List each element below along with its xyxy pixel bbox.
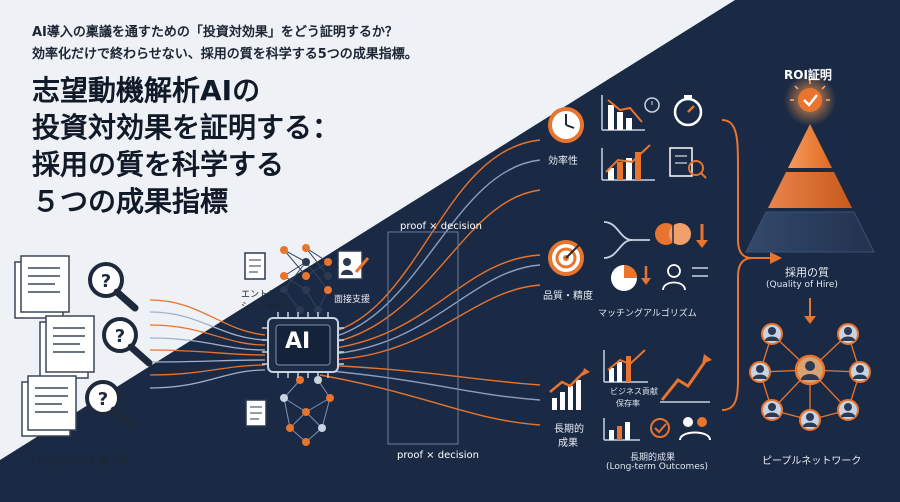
avatar bbox=[837, 399, 859, 421]
document-stack-1 bbox=[14, 255, 70, 319]
proof-decision-bracket bbox=[387, 231, 459, 445]
svg-text:?: ? bbox=[115, 326, 125, 347]
merge-arrows-icon bbox=[603, 221, 650, 259]
arrow-right-icon bbox=[770, 252, 782, 264]
document-stack-3 bbox=[21, 375, 77, 437]
left-caption: 工数削減のみを追う罠 bbox=[28, 456, 128, 467]
declining-bar-chart-icon bbox=[601, 95, 645, 131]
matching-algorithm-label: マッチングアルゴリズム bbox=[598, 309, 697, 319]
title-line: 投資対効果を証明する： bbox=[32, 111, 341, 144]
quality-of-hire-label: 採用の質 bbox=[785, 266, 829, 279]
clock-icon bbox=[548, 107, 584, 143]
retention-rate-label: 保存率 bbox=[616, 399, 640, 408]
title-line: ５つの成果指標 bbox=[32, 185, 229, 218]
page-title: 志望動機解析AIの 投資対効果を証明する： 採用の質を科学する ５つの成果指標 bbox=[32, 72, 340, 220]
neural-nodes-bottom bbox=[286, 376, 334, 446]
subtitle-line-2: 効率化だけで終わらせない、採用の質を科学する5つの成果指標。 bbox=[32, 47, 418, 62]
avatar bbox=[849, 361, 871, 383]
roi-pyramid bbox=[745, 124, 875, 253]
avatar bbox=[749, 361, 771, 383]
magnifier-question-icon: ? bbox=[88, 262, 139, 312]
magnifier-question-icon: ? bbox=[102, 317, 153, 367]
neural-nodes-top bbox=[280, 244, 332, 294]
retention-chart-icon bbox=[603, 418, 640, 441]
subtitle-line-1: AI導入の稟議を通すための「投資対効果」をどう証明するか？ bbox=[32, 25, 398, 40]
document-stack-2 bbox=[39, 315, 95, 379]
neural-nodes-top-dark bbox=[280, 258, 332, 314]
arrow-down-icon bbox=[804, 316, 816, 324]
entry-label-2: シート解析 bbox=[241, 302, 287, 312]
title-line: 志望動機解析AIの bbox=[32, 74, 261, 107]
entry-sheet-icon bbox=[244, 252, 266, 280]
longterm-outcomes-label: 長期的成果 bbox=[630, 453, 676, 463]
title-line: 採用の質を科学する bbox=[32, 148, 285, 181]
interview-support-icon bbox=[337, 250, 370, 280]
right-bracket bbox=[721, 119, 772, 411]
avatar bbox=[761, 323, 783, 345]
trend-up-icon bbox=[660, 354, 712, 403]
avatar bbox=[837, 323, 859, 345]
checklist-magnifier-icon bbox=[669, 147, 707, 179]
people-network-label: ピープルネットワーク bbox=[762, 456, 862, 467]
input-flow-lines bbox=[149, 299, 266, 389]
business-contribution-label: ビジネス貢献 bbox=[610, 387, 658, 396]
svg-text:?: ? bbox=[98, 389, 108, 410]
pie-chart-icon bbox=[611, 265, 651, 291]
brain-icon bbox=[655, 223, 691, 245]
check-circle-icon bbox=[650, 418, 670, 438]
longterm-outcomes-en-label: (Long-term Outcomes) bbox=[606, 462, 709, 472]
ai-chip-icon bbox=[262, 312, 344, 378]
proof-decision-top: proof × decision bbox=[400, 221, 482, 232]
roi-label: ROI証明 bbox=[784, 68, 832, 82]
target-icon bbox=[548, 240, 584, 276]
down-arrow-icon bbox=[696, 224, 708, 248]
svg-text:?: ? bbox=[101, 271, 111, 292]
magnifier-question-icon: ? bbox=[85, 380, 136, 430]
handshake-people-icon bbox=[679, 417, 711, 441]
metric-quality-label: 品質・精度 bbox=[543, 291, 593, 302]
document-icon bbox=[245, 399, 267, 427]
metric-longterm-label-1: 長期的 bbox=[554, 424, 584, 435]
mini-clock-icon bbox=[644, 97, 660, 113]
entry-label-1: エントリー bbox=[241, 290, 287, 300]
ai-chip-label: AI bbox=[285, 329, 311, 354]
people-avatars bbox=[749, 323, 871, 431]
growth-chart-icon bbox=[549, 368, 590, 410]
rising-bar-chart-icon bbox=[601, 144, 655, 181]
metric-longterm-label-2: 成果 bbox=[558, 438, 578, 449]
neural-nodes-bottom-light bbox=[280, 376, 326, 432]
interview-label: 面接支援 bbox=[334, 295, 371, 305]
output-flow-lines bbox=[319, 139, 541, 426]
business-growth-chart-icon bbox=[603, 349, 648, 383]
stopwatch-icon bbox=[673, 95, 703, 127]
metric-efficiency-label: 効率性 bbox=[548, 156, 578, 167]
avatar bbox=[761, 399, 783, 421]
roi-check-icon bbox=[790, 80, 830, 112]
person-profile-icon bbox=[662, 264, 708, 291]
proof-decision-bottom: proof × decision bbox=[397, 450, 479, 461]
avatar bbox=[794, 354, 826, 386]
quality-of-hire-en-label: (Quality of Hire) bbox=[766, 280, 838, 290]
avatar bbox=[799, 409, 821, 431]
